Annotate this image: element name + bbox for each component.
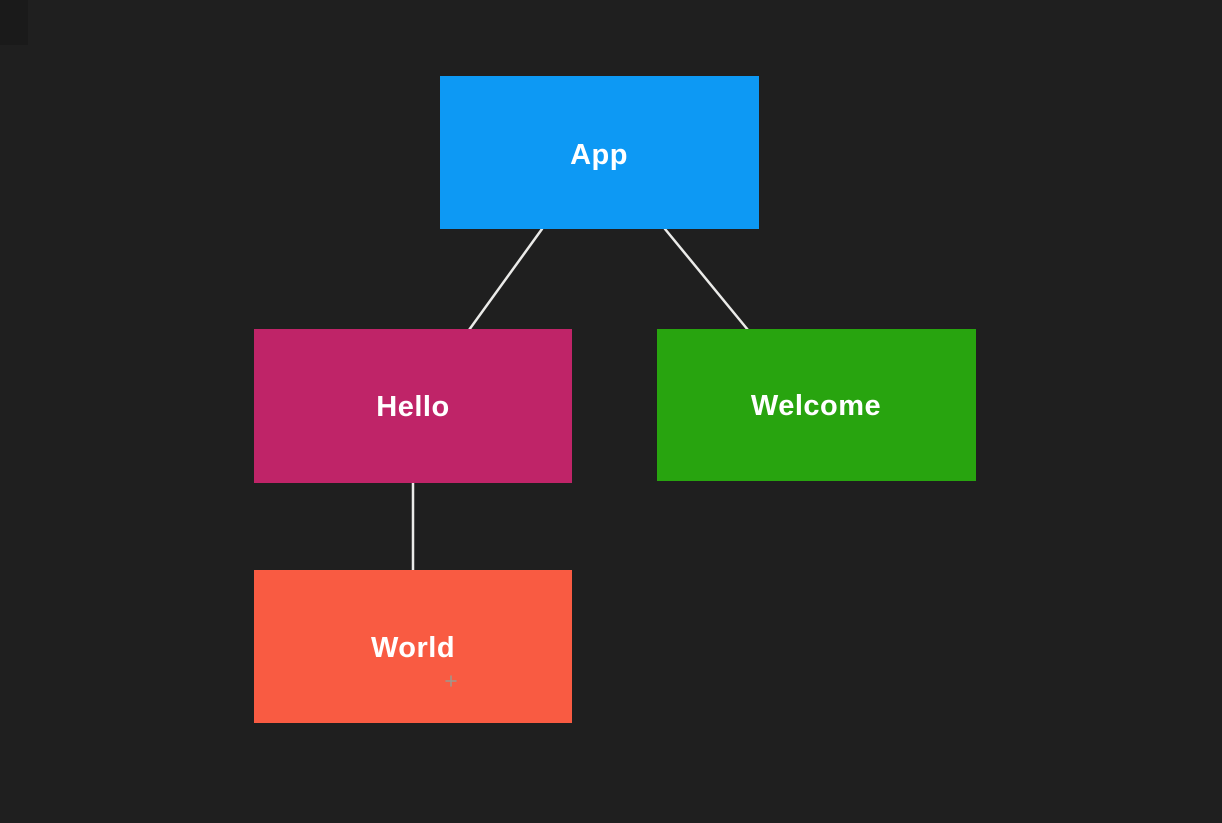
node-hello[interactable]: Hello [254, 329, 572, 483]
corner-shadow-patch [0, 0, 28, 45]
node-hello-label: Hello [376, 391, 449, 423]
node-world-label: World [371, 632, 455, 664]
crosshair-cursor-icon [445, 675, 457, 687]
node-app-label: App [570, 139, 628, 171]
node-app[interactable]: App [440, 76, 759, 229]
node-world[interactable]: World [254, 570, 572, 723]
edge-app-hello [467, 227, 544, 332]
node-welcome-rect[interactable] [657, 329, 976, 481]
edge-group [411, 227, 750, 572]
node-welcome[interactable]: Welcome [657, 329, 976, 481]
node-welcome-label: Welcome [751, 390, 881, 422]
node-hello-rect[interactable] [254, 329, 572, 483]
node-world-rect[interactable] [254, 570, 572, 723]
node-app-rect[interactable] [440, 76, 759, 229]
edge-app-welcome [663, 227, 750, 332]
